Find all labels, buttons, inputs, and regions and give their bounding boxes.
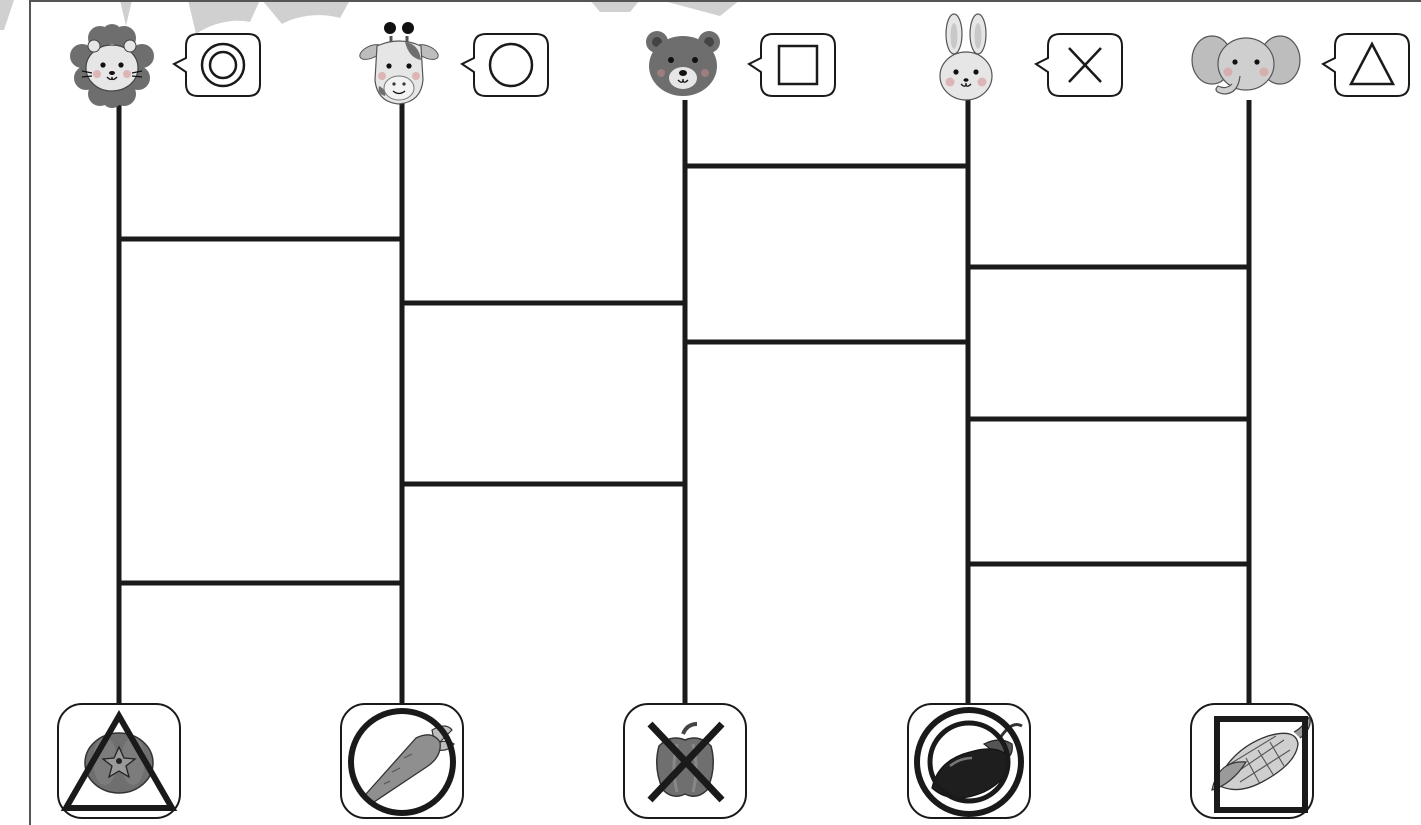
rabbit-face-icon — [940, 14, 992, 100]
ladder-verticals — [119, 100, 1249, 706]
vegetable-green-pepper[interactable] — [624, 704, 746, 818]
animal-elephant[interactable] — [1192, 34, 1409, 96]
lion-face-icon — [70, 24, 154, 108]
elephant-face-icon — [1192, 36, 1300, 94]
speech-bubble — [749, 34, 835, 96]
giraffe-face-icon — [358, 22, 441, 104]
speech-bubble — [1323, 34, 1409, 96]
animal-lion[interactable] — [70, 24, 260, 108]
animal-rabbit[interactable] — [940, 14, 1122, 100]
vegetable-eggplant[interactable] — [908, 704, 1030, 818]
animal-bear[interactable] — [646, 31, 835, 96]
vegetable-tomato[interactable] — [58, 704, 180, 818]
speech-bubble — [1036, 34, 1122, 96]
speech-bubble — [174, 34, 260, 96]
vegetable-carrot[interactable] — [341, 704, 463, 818]
speech-bubble — [462, 34, 548, 96]
animal-giraffe[interactable] — [358, 22, 548, 104]
bear-face-icon — [646, 31, 720, 96]
vegetable-corn[interactable] — [1191, 704, 1313, 818]
